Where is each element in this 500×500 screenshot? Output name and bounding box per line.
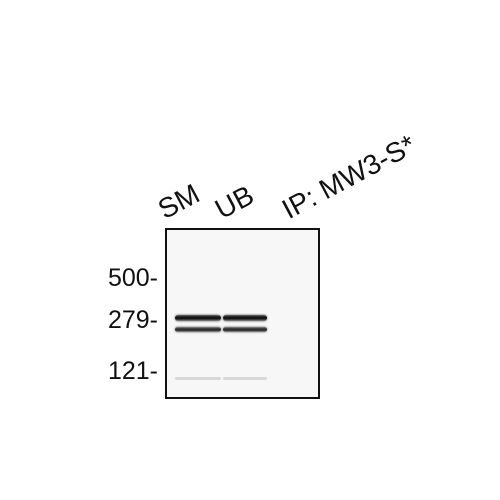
band-ub-lower (223, 327, 267, 332)
marker-500: 500- (107, 264, 158, 292)
lane-label-ip: IP: MW3-S* (276, 128, 421, 225)
marker-279: 279- (107, 306, 158, 334)
band-sm-upper (175, 315, 221, 321)
band-ub-faint (223, 377, 267, 380)
lane-label-sm: SM (152, 177, 205, 225)
lane-label-ub: UB (209, 179, 259, 225)
band-sm-faint (175, 377, 221, 380)
western-blot-panel (165, 228, 320, 399)
marker-121: 121- (107, 357, 158, 385)
band-sm-lower (175, 327, 221, 332)
band-ub-upper (223, 315, 267, 321)
